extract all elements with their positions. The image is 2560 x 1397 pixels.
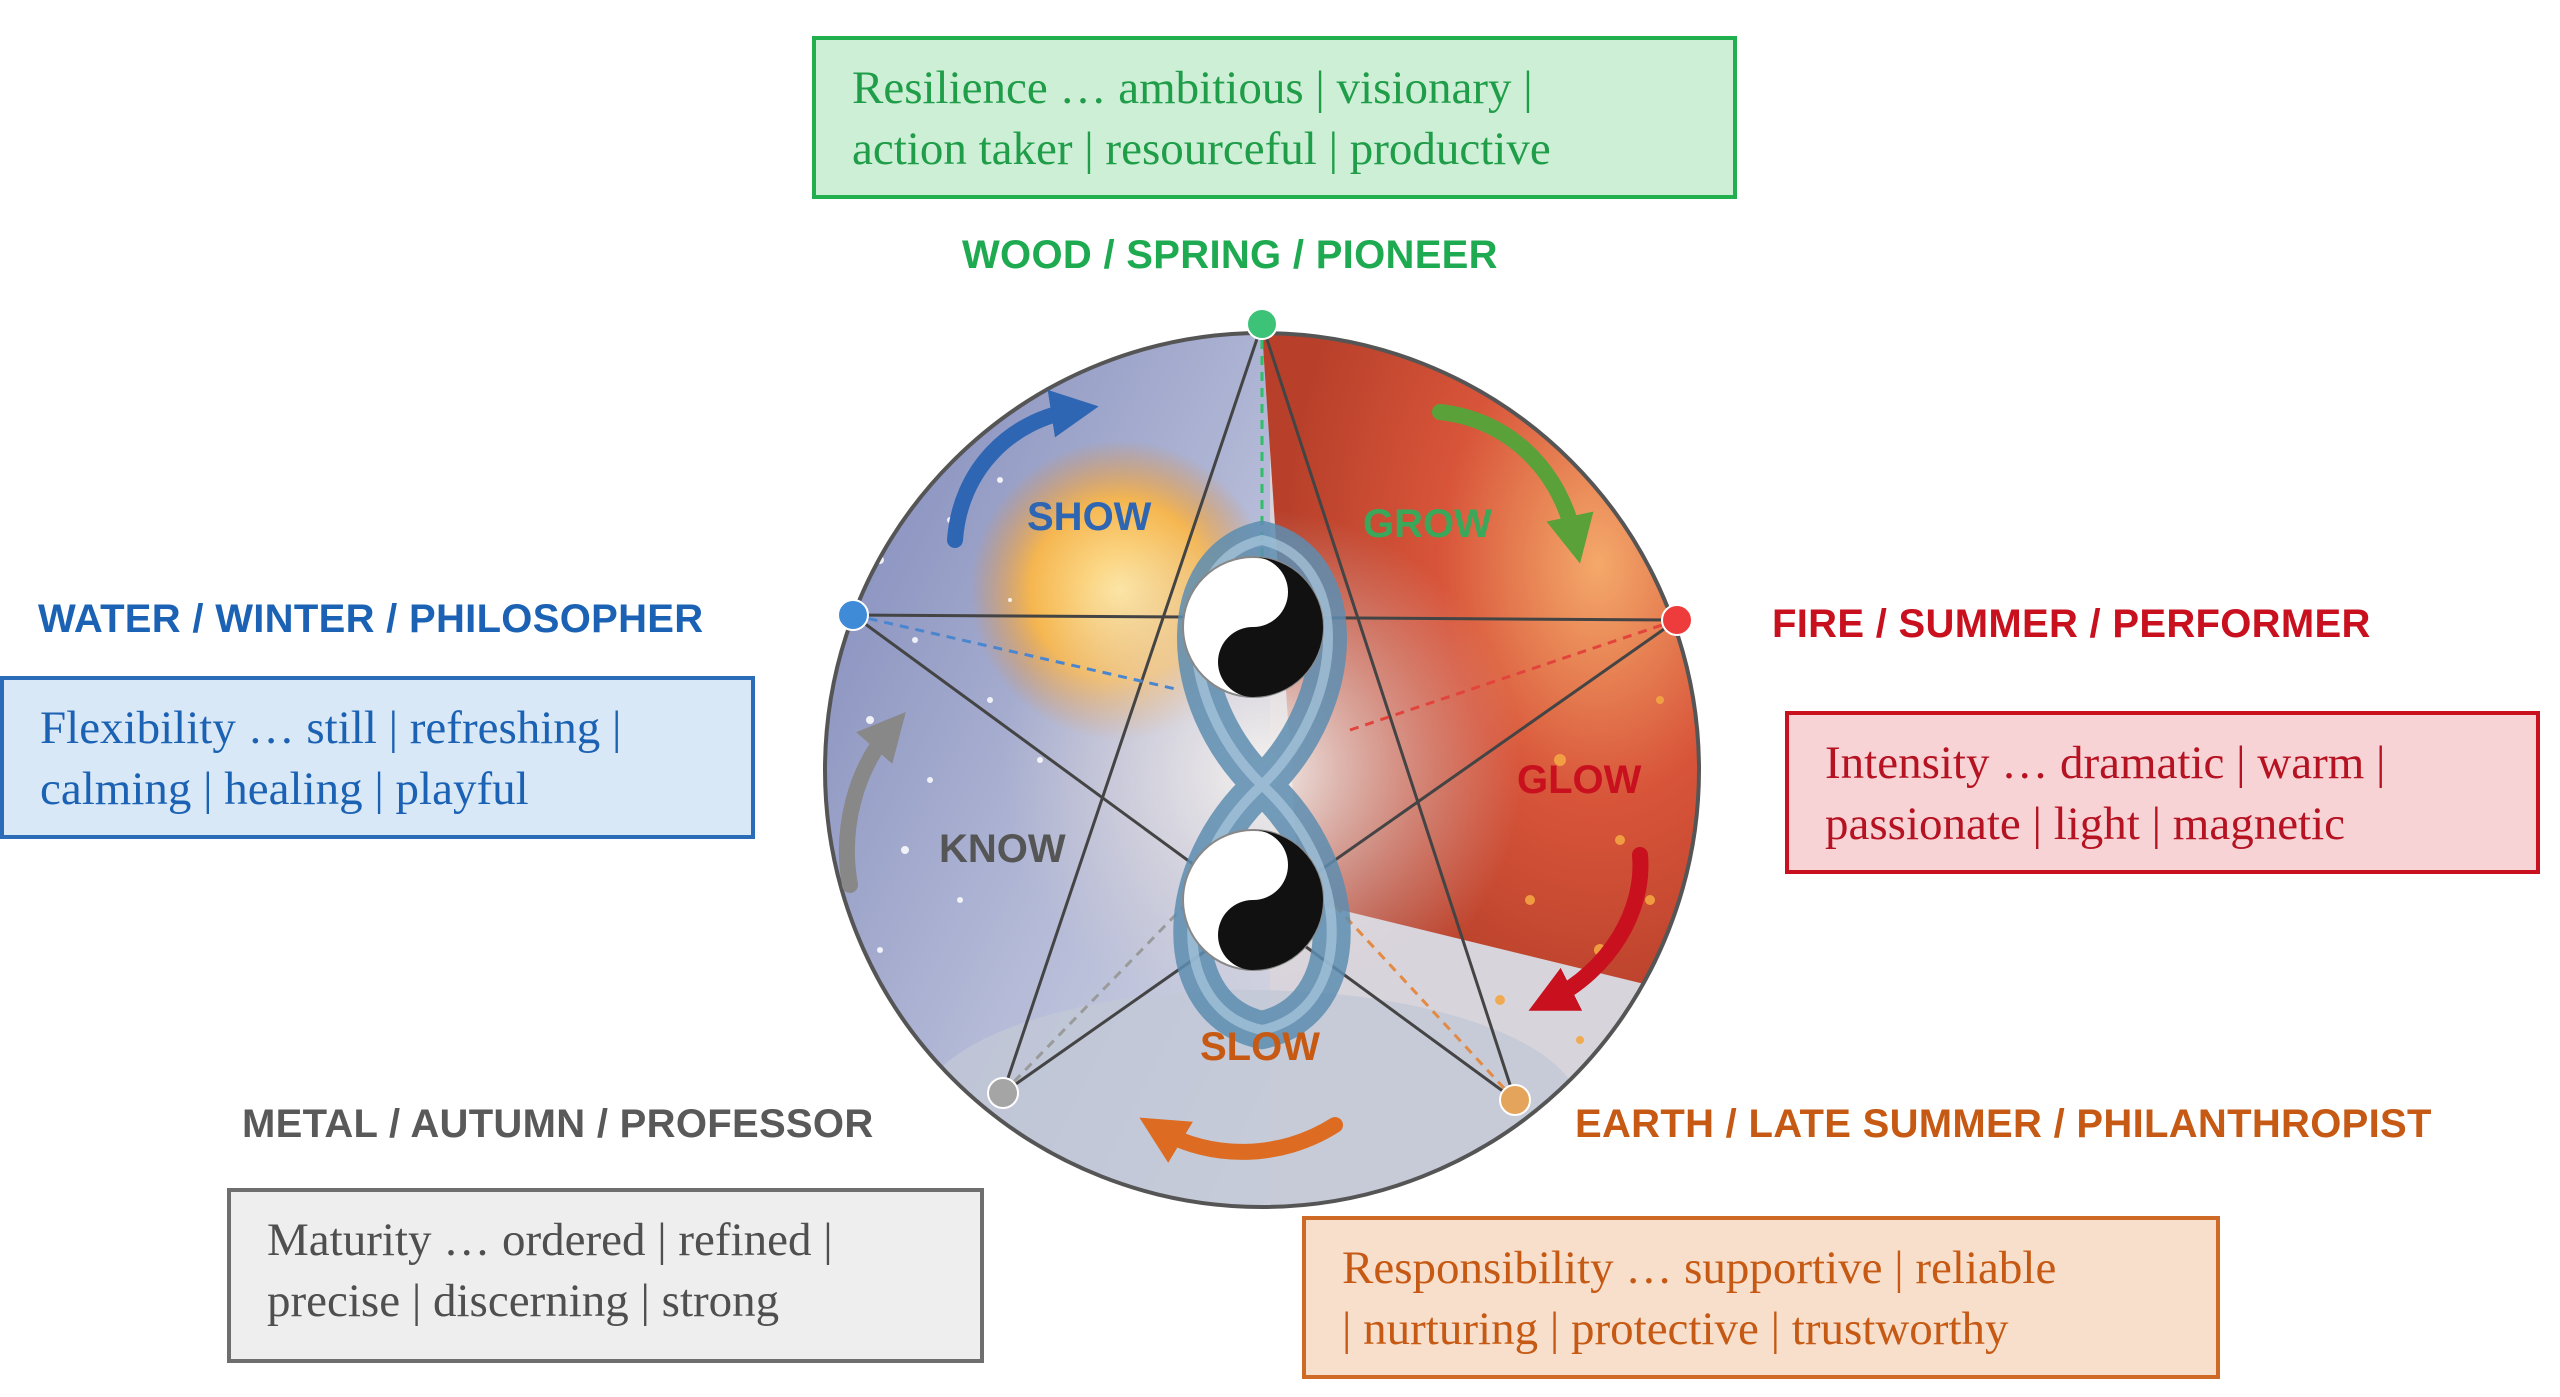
metal-heading: METAL / AUTUMN / PROFESSOR — [242, 1102, 874, 1146]
verb-slow: SLOW — [1200, 1025, 1320, 1069]
wood-traits-line-1: Resilience … ambitious | visionary | — [852, 62, 1533, 114]
metal-traits-line-2: precise | discerning | strong — [267, 1275, 780, 1327]
water-heading: WATER / WINTER / PHILOSOPHER — [38, 597, 704, 641]
glow-arrow-icon — [1528, 847, 1649, 1011]
yin-yang-upper-icon — [1182, 556, 1324, 698]
water-traits-line-1: Flexibility … still | refreshing | — [40, 702, 622, 754]
fire-heading: FIRE / SUMMER / PERFORMER — [1772, 602, 2371, 646]
wood-traits-line-2: action taker | resourceful | productive — [852, 123, 1551, 175]
earth-traits-line-1: Responsibility … supportive | reliable — [1342, 1242, 2057, 1294]
verb-show: SHOW — [1027, 495, 1152, 539]
pentagram — [852, 323, 1678, 1102]
fire-traits-line-2: passionate | light | magnetic — [1825, 798, 2346, 850]
fire-traits-box: Intensity … dramatic | warm | passionate… — [1785, 711, 2540, 874]
verb-glow: GLOW — [1517, 758, 1642, 802]
earth-traits-box: Responsibility … supportive | reliable |… — [1302, 1216, 2220, 1379]
metal-traits-line-1: Maturity … ordered | refined | — [267, 1214, 833, 1266]
fire-vertex-dot — [1661, 604, 1693, 636]
infinity-symbol — [1173, 520, 1351, 1050]
earth-vertex-dot — [1499, 1084, 1531, 1116]
know-arrow-icon — [838, 711, 906, 893]
earth-heading: EARTH / LATE SUMMER / PHILANTHROPIST — [1575, 1102, 2432, 1146]
slow-arrow-icon — [1139, 1117, 1343, 1163]
grow-arrow-icon — [1432, 404, 1594, 564]
wood-vertex-dot — [1246, 308, 1278, 340]
yin-yang-lower-icon — [1182, 829, 1324, 971]
verb-grow: GROW — [1363, 502, 1492, 546]
show-arrow-icon — [947, 389, 1099, 548]
metal-vertex-dot — [987, 1077, 1019, 1109]
fire-traits-line-1: Intensity … dramatic | warm | — [1825, 737, 2386, 789]
water-traits-line-2: calming | healing | playful — [40, 763, 529, 815]
wood-heading: WOOD / SPRING / PIONEER — [962, 233, 1498, 277]
water-vertex-dot — [837, 599, 869, 631]
metal-traits-box: Maturity … ordered | refined | precise |… — [227, 1188, 984, 1363]
wood-traits-box: Resilience … ambitious | visionary | act… — [812, 36, 1737, 199]
earth-traits-line-2: | nurturing | protective | trustworthy — [1342, 1303, 2009, 1355]
water-traits-box: Flexibility … still | refreshing | calmi… — [0, 676, 755, 839]
verb-know: KNOW — [939, 827, 1066, 871]
